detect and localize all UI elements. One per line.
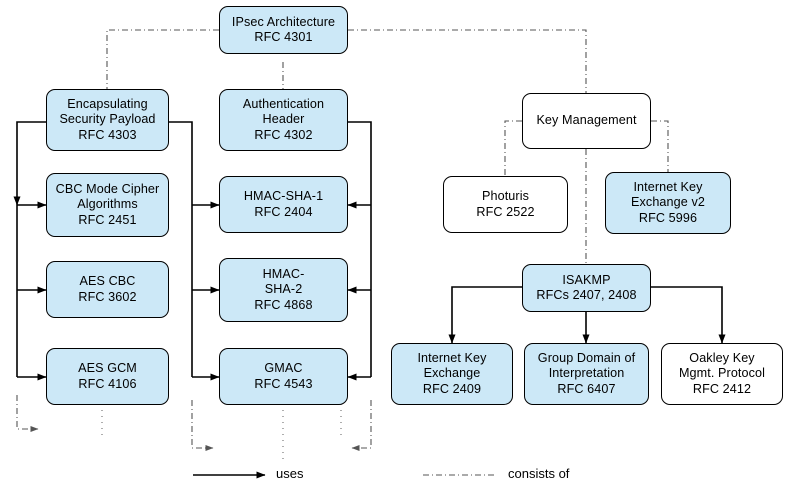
node-line: HMAC- [262,266,305,281]
node-group-domain-of-interpretation[interactable]: Group Domain of Interpretation RFC 6407 [524,343,649,405]
node-line: Internet Key [633,179,703,194]
edge-ah-uses [347,121,372,381]
node-line: RFC 4302 [254,127,313,142]
node-aes-gcm[interactable]: AES GCM RFC 4106 [46,348,169,405]
node-line: CBC Mode Cipher [55,181,160,196]
node-line: HMAC-SHA-1 [243,189,324,203]
node-line: Key Management [536,113,637,128]
node-ipsec-architecture[interactable]: IPsec Architecture RFC 4301 [219,6,348,54]
node-line: Group Domain of [537,350,636,365]
node-line: GMAC [264,361,303,375]
node-gmac[interactable]: GMAC RFC 4543 [219,348,348,405]
node-line: RFC 5996 [638,210,698,225]
node-line: Security Payload [59,112,156,127]
node-line: Encapsulating [67,96,148,111]
node-line: Exchange v2 [631,195,705,210]
node-internet-key-exchange-v2[interactable]: Internet Key Exchange v2 RFC 5996 [605,172,731,234]
node-line: RFCs 2407, 2408 [536,288,637,302]
node-line: RFC 2522 [476,204,535,219]
node-line: RFC 4106 [78,376,137,391]
node-line: Authentication [242,96,325,111]
node-line: Header [262,112,305,127]
node-line: RFC 4543 [254,376,313,391]
node-line: Interpretation [548,366,625,381]
legend-consists-of-label: consists of [508,466,570,481]
node-line: RFC 4303 [78,127,137,142]
node-line: RFC 3602 [78,289,137,304]
node-line: IPsec Architecture [231,14,336,29]
node-aes-cbc[interactable]: AES CBC RFC 3602 [46,261,169,318]
node-line: Photuris [482,189,529,203]
node-line: RFC 2451 [78,212,137,227]
node-line: Oakley Key [689,350,755,365]
node-line: AES GCM [78,361,137,375]
node-oakley-key-mgmt-protocol[interactable]: Oakley Key Mgmt. Protocol RFC 2412 [661,343,783,405]
edge-esp-uses-left [13,121,47,381]
node-line: AES CBC [79,274,136,288]
node-key-management[interactable]: Key Management [522,93,651,149]
node-line: Internet Key [417,350,487,365]
node-line: SHA-2 [264,282,303,297]
legend-uses-label: uses [276,466,304,481]
node-line: Mgmt. Protocol [678,366,766,381]
node-authentication-header[interactable]: Authentication Header RFC 4302 [219,89,348,151]
node-line: RFC 2409 [422,381,482,396]
node-line: Exchange [423,366,481,381]
node-line: RFC 6407 [557,381,616,396]
node-line: RFC 4868 [254,297,313,312]
edge-continuation-dots [101,398,342,460]
node-line: RFC 4301 [254,30,313,44]
node-internet-key-exchange[interactable]: Internet Key Exchange RFC 2409 [391,343,513,405]
node-hmac-sha-1[interactable]: HMAC-SHA-1 RFC 2404 [219,176,348,233]
node-hmac-sha-2[interactable]: HMAC- SHA-2 RFC 4868 [219,258,348,322]
node-cbc-mode-cipher-algorithms[interactable]: CBC Mode Cipher Algorithms RFC 2451 [46,173,169,237]
node-line: RFC 2404 [254,204,313,219]
node-line: RFC 2412 [692,381,752,396]
edge-esp-uses-right [169,121,220,381]
node-photuris[interactable]: Photuris RFC 2522 [443,176,568,233]
node-line: Algorithms [77,197,138,212]
node-isakmp[interactable]: ISAKMP RFCs 2407, 2408 [522,264,651,312]
node-line: ISAKMP [562,272,611,287]
node-encapsulating-security-payload[interactable]: Encapsulating Security Payload RFC 4303 [46,89,169,151]
